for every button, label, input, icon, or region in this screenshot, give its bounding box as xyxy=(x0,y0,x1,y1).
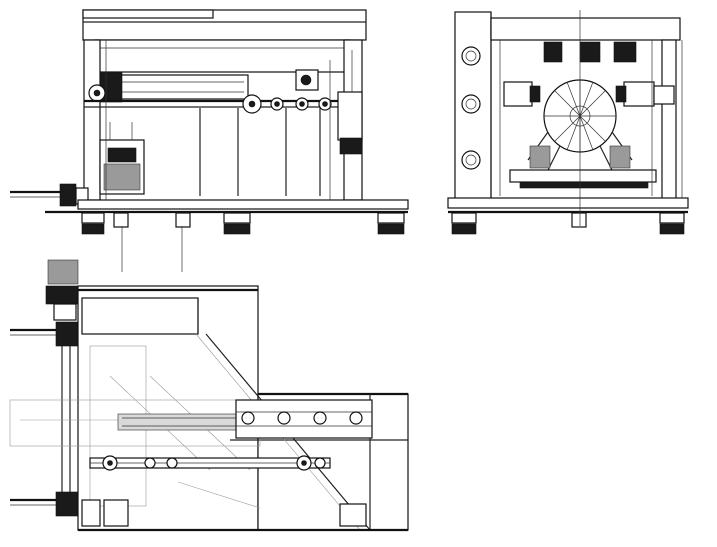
drive-wheels xyxy=(242,94,332,114)
leveling-feet xyxy=(81,212,405,235)
side-base-plate xyxy=(447,197,689,209)
screw-conveyor xyxy=(117,74,249,100)
carriage-hood xyxy=(94,39,351,73)
front-elevation-view xyxy=(10,9,409,272)
left-frame-column xyxy=(83,39,101,201)
access-port-top xyxy=(461,46,481,66)
screw-flights xyxy=(122,81,244,93)
drive-shaft xyxy=(10,183,89,207)
side-feet xyxy=(451,212,685,235)
right-gearbox xyxy=(337,91,363,141)
side-elevation-view xyxy=(447,10,689,235)
access-port-bottom xyxy=(461,150,481,170)
plan-screw-conveyor xyxy=(117,399,373,439)
access-port-mid xyxy=(461,94,481,114)
plan-guide-rail xyxy=(89,455,331,471)
plan-motor xyxy=(47,259,79,285)
plan-view xyxy=(9,259,409,532)
base-plate xyxy=(77,199,409,210)
